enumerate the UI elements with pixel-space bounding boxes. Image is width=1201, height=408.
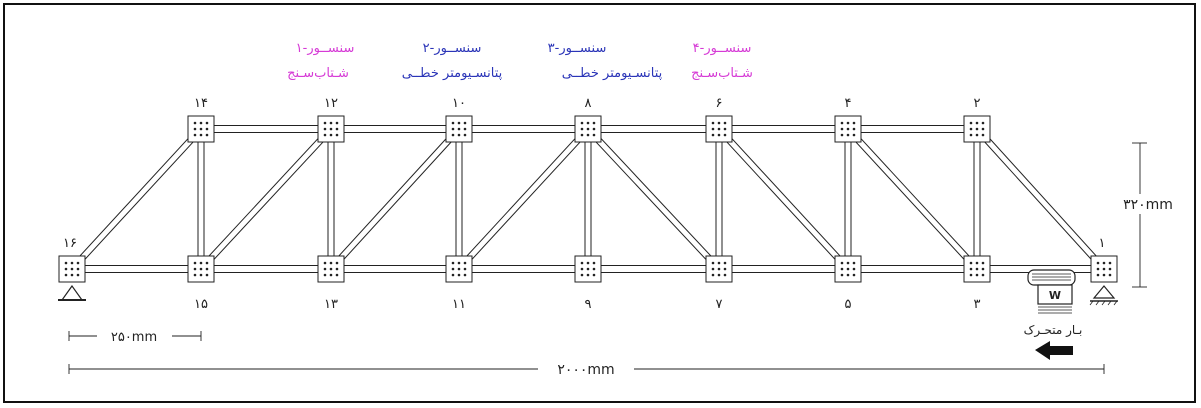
diagonal-member bbox=[328, 126, 458, 268]
diagonal-member bbox=[589, 126, 722, 268]
diagonal-member bbox=[974, 130, 1103, 272]
diagonal-member bbox=[716, 130, 847, 272]
gusset-plate-top bbox=[963, 115, 991, 143]
gusset-plate-bottom bbox=[317, 255, 345, 283]
node-label-2: ۲ bbox=[974, 96, 981, 111]
diagonal-member bbox=[73, 130, 204, 272]
truss-members bbox=[69, 125, 1107, 273]
gusset-plate-bottom bbox=[1090, 255, 1118, 283]
node-label-7: ۷ bbox=[716, 297, 723, 312]
diagonal-member bbox=[978, 126, 1107, 268]
diagonal-member bbox=[849, 126, 980, 268]
gusset-plate-top bbox=[317, 115, 345, 143]
node-label-8: ۸ bbox=[585, 96, 592, 111]
diagonal-member bbox=[460, 130, 591, 272]
node-label-13: ۱۳ bbox=[324, 297, 338, 312]
pin-support bbox=[58, 284, 86, 301]
node-label-14: ۱۴ bbox=[194, 96, 208, 111]
moving-load-label: بـار متحـرک bbox=[1024, 323, 1083, 338]
node-label-6: ۶ bbox=[716, 96, 723, 111]
node-label-15: ۱۵ bbox=[194, 297, 208, 312]
node-label-4: ۴ bbox=[845, 96, 852, 111]
node-label-9: ۹ bbox=[585, 297, 592, 312]
node-label-5: ۵ bbox=[845, 297, 852, 312]
gusset-plate-top bbox=[187, 115, 215, 143]
node-label-16: ۱۶ bbox=[63, 236, 77, 251]
sensor-3-name: سنســور-۳ bbox=[548, 41, 607, 56]
diagonal-member bbox=[332, 130, 462, 272]
diagram-frame bbox=[3, 3, 1196, 403]
height-dimension-label: ۳۲۰mm bbox=[1123, 197, 1173, 213]
roller-support bbox=[1089, 285, 1118, 306]
diagonal-member bbox=[202, 130, 334, 272]
gusset-plate-top bbox=[834, 115, 862, 143]
gusset-plate-top bbox=[705, 115, 733, 143]
bottom-node-labels: ۱۶ ۱۵ ۱۳ ۱۱ ۹ ۷ ۵ ۳ ۱ bbox=[63, 236, 1105, 312]
node-label-1: ۱ bbox=[1099, 236, 1106, 251]
gusset-plate-top bbox=[574, 115, 602, 143]
node-label-10: ۱۰ bbox=[452, 96, 466, 111]
sensor-3-type: پتانسـیومتر خطــی bbox=[562, 66, 663, 81]
diagonal-member bbox=[69, 126, 200, 268]
gusset-plate-bottom bbox=[187, 255, 215, 283]
height-dimension bbox=[1132, 142, 1147, 288]
diagonal-member bbox=[198, 126, 330, 268]
sensor-4-name: سنســور-۴ bbox=[693, 41, 752, 56]
top-node-labels: ۱۴ ۱۲ ۱۰ ۸ ۶ ۴ ۲ bbox=[194, 96, 980, 111]
direction-arrow-icon bbox=[1035, 341, 1073, 360]
sensor-1-type: شـتاب‌سـنج bbox=[287, 66, 349, 81]
panel-dimension bbox=[68, 331, 202, 341]
diagonal-member bbox=[845, 130, 976, 272]
load-symbol: W bbox=[1049, 289, 1061, 302]
gusset-plate-bottom bbox=[705, 255, 733, 283]
gusset-plates bbox=[58, 115, 1118, 283]
sensor-2-name: سنســور-۲ bbox=[423, 41, 482, 56]
gusset-plate-bottom bbox=[963, 255, 991, 283]
gusset-plate-bottom bbox=[574, 255, 602, 283]
sensor-4-type: شـتاب‌سـنج bbox=[691, 66, 753, 81]
node-label-3: ۳ bbox=[974, 297, 981, 312]
moving-load: W bbox=[1027, 269, 1076, 314]
node-label-11: ۱۱ bbox=[452, 297, 466, 312]
gusset-plate-bottom bbox=[58, 255, 86, 283]
sensor-2-type: پتانسـیومتر خطــی bbox=[402, 66, 503, 81]
diagonal-member bbox=[720, 126, 851, 268]
panel-dimension-label: ۲۵۰mm bbox=[111, 330, 157, 345]
span-dimension-label: ۲۰۰۰mm bbox=[557, 362, 614, 378]
sensor-1-name: سنســور-۱ bbox=[296, 41, 355, 56]
node-label-12: ۱۲ bbox=[324, 96, 338, 111]
sensor-labels: سنســور-۱ شـتاب‌سـنج سنســور-۲ پتانسـیوم… bbox=[287, 41, 753, 81]
diagonal-member bbox=[456, 126, 587, 268]
gusset-plate-top bbox=[445, 115, 473, 143]
gusset-plate-bottom bbox=[445, 255, 473, 283]
diagonal-member bbox=[585, 130, 718, 272]
gusset-plate-bottom bbox=[834, 255, 862, 283]
span-dimension bbox=[68, 364, 1105, 374]
